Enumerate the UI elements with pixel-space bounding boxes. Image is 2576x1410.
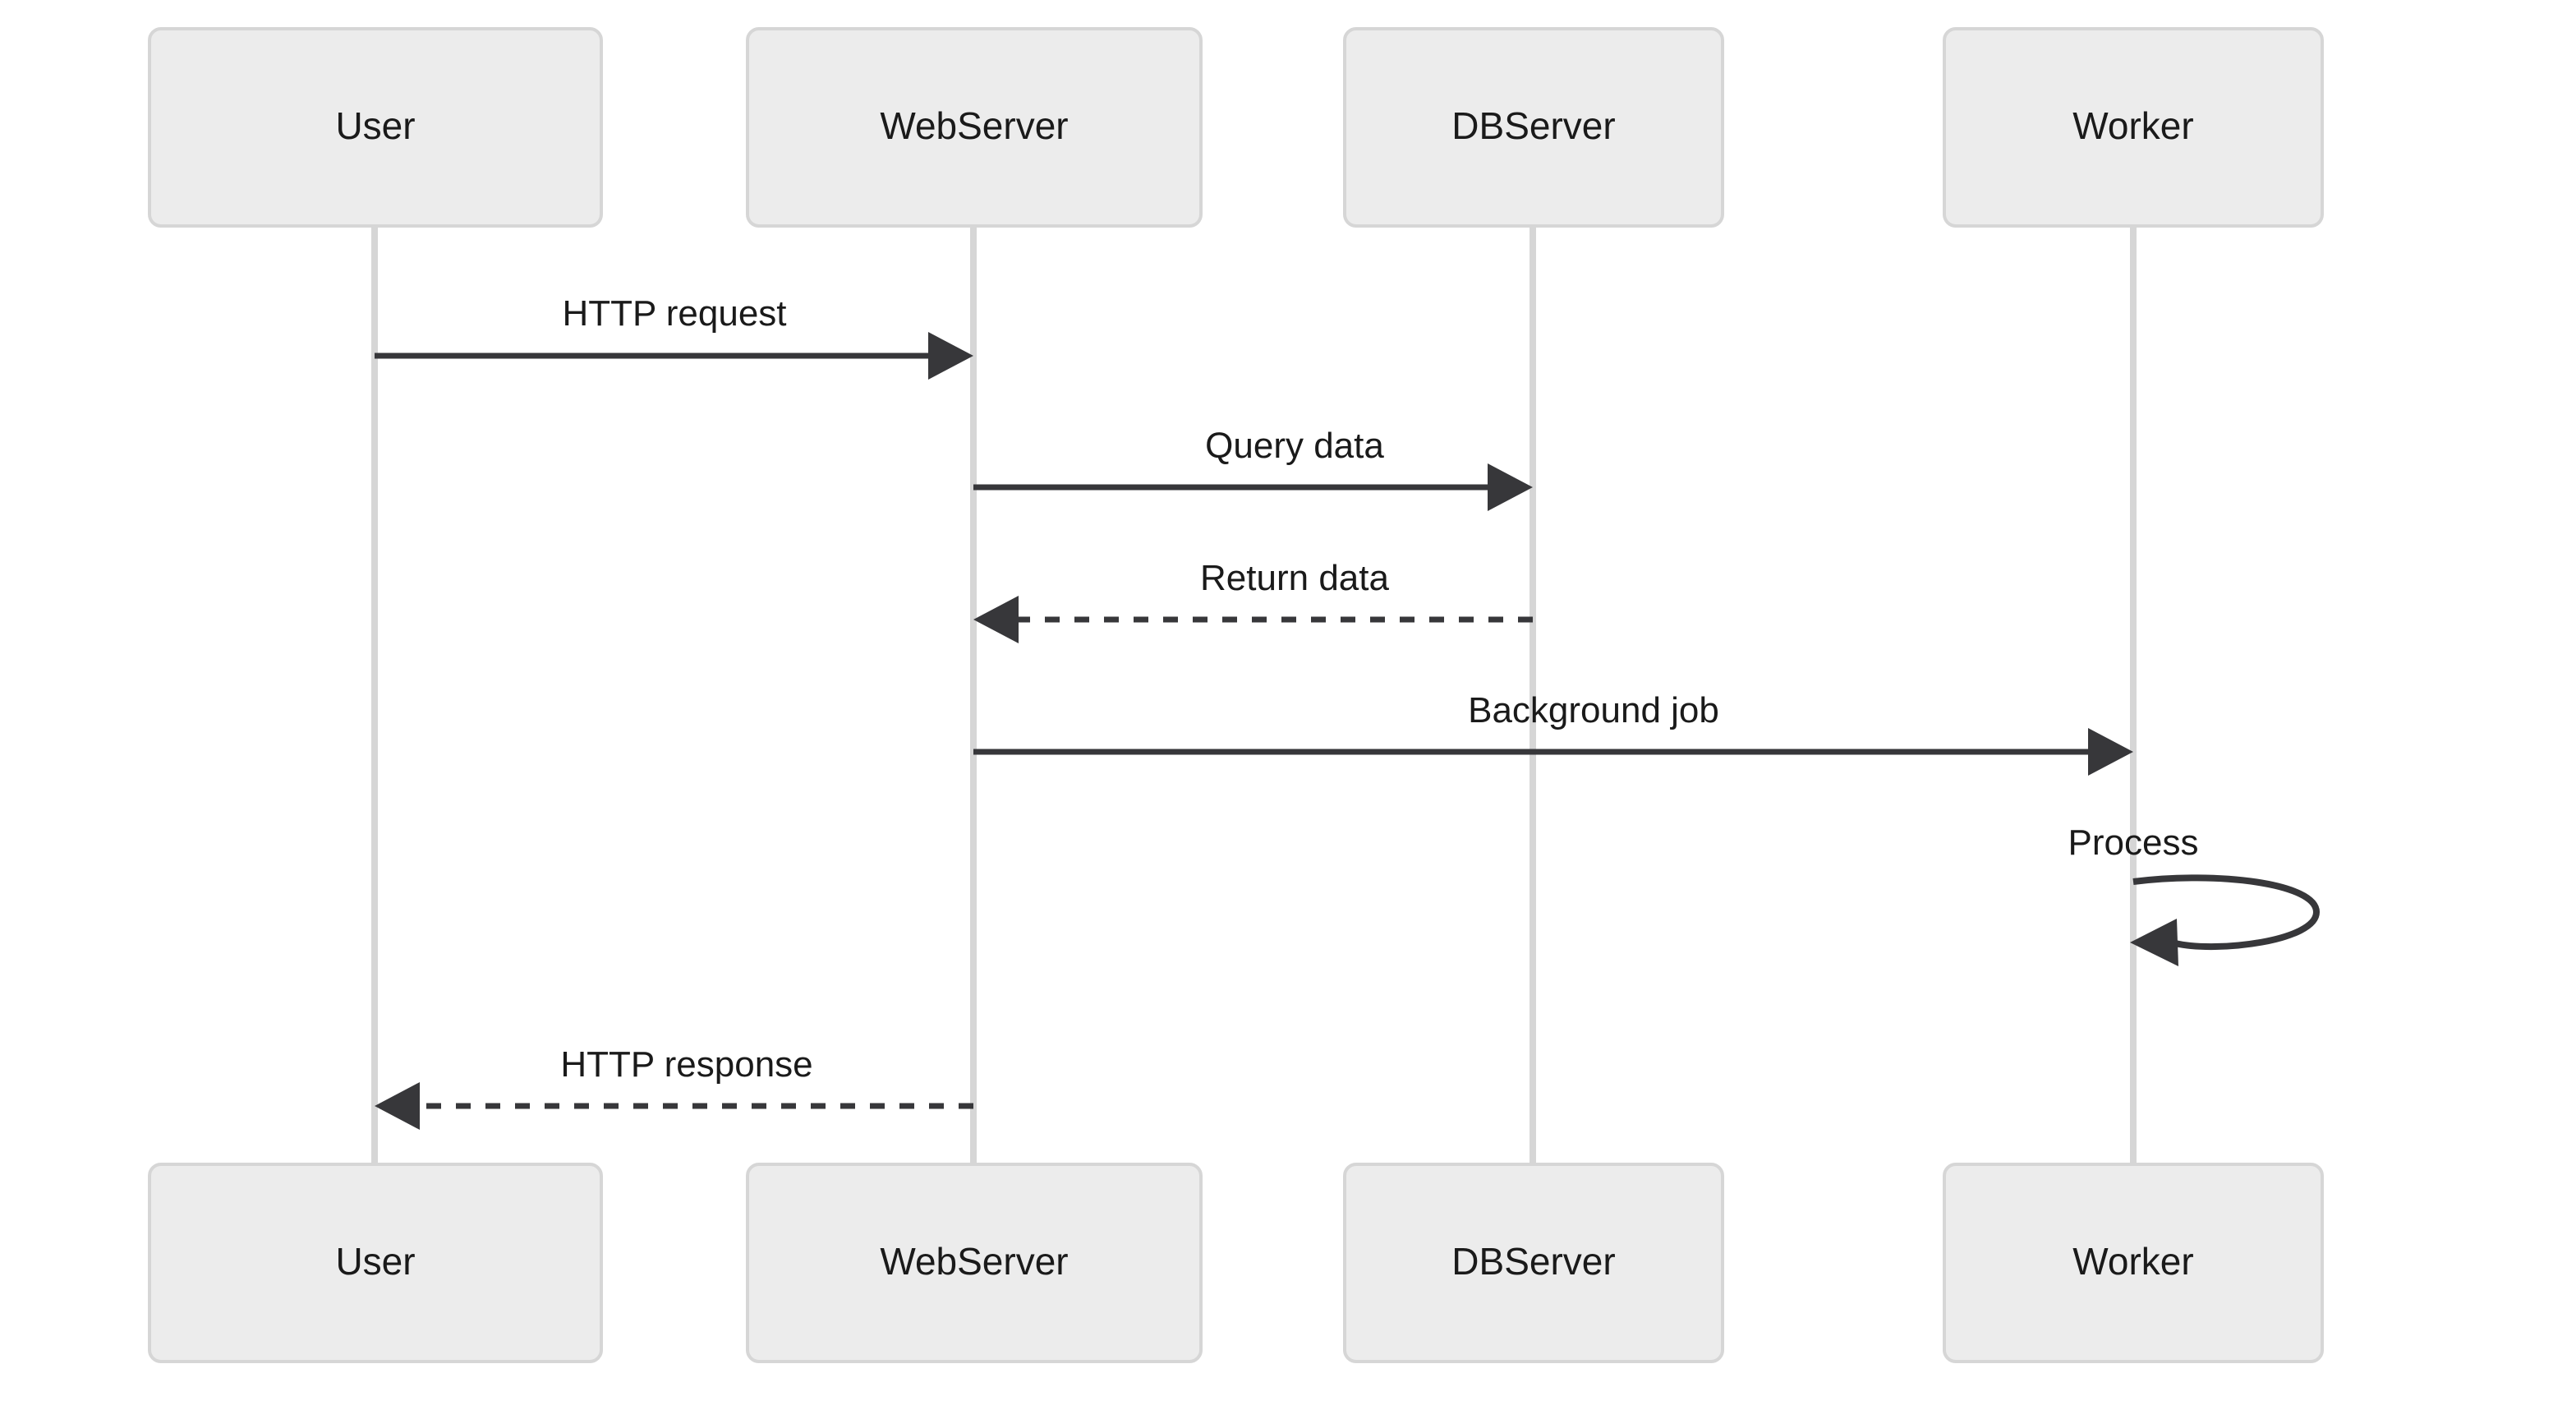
participant-rect	[746, 27, 1203, 228]
participant-box-worker-bottom[interactable]: Worker	[1943, 1163, 2324, 1363]
participant-rect	[1343, 27, 1724, 228]
participant-box-webserver-top[interactable]: WebServer	[746, 27, 1203, 228]
message-return-data[interactable]: Return data	[973, 558, 1533, 643]
arrow-head-left-icon	[375, 1082, 420, 1130]
participant-rect	[148, 1163, 603, 1363]
message-label-return-data: Return data	[1200, 558, 1389, 598]
participant-rect	[148, 27, 603, 228]
message-label-background-job: Background job	[1468, 690, 1719, 730]
arrow-head-right-icon	[1488, 463, 1533, 511]
message-background-job[interactable]: Background job	[973, 690, 2133, 776]
participant-rect	[746, 1163, 1203, 1363]
lifelines-group	[371, 226, 2137, 1164]
participant-label-dbserver-bottom: DBServer	[1451, 1240, 1615, 1283]
participant-rect	[1943, 1163, 2324, 1363]
participant-label-webserver-bottom: WebServer	[880, 1240, 1068, 1283]
message-http-request[interactable]: HTTP request	[375, 293, 973, 380]
participant-label-user-bottom: User	[335, 1240, 415, 1283]
message-label-http-response: HTTP response	[560, 1044, 812, 1085]
participant-box-user-top[interactable]: User	[148, 27, 603, 228]
participant-box-worker-top[interactable]: Worker	[1943, 27, 2324, 228]
participant-label-worker-bottom: Worker	[2072, 1240, 2193, 1283]
message-http-response[interactable]: HTTP response	[375, 1044, 973, 1130]
self-loop-path	[2132, 874, 2321, 951]
bottom-participant-boxes: User WebServer DBServer Worker	[148, 1163, 2324, 1363]
message-label-process: Process	[2068, 822, 2199, 863]
arrow-head-right-icon	[2088, 728, 2133, 776]
participant-box-dbserver-bottom[interactable]: DBServer	[1343, 1163, 1724, 1363]
message-label-http-request: HTTP request	[562, 293, 786, 334]
participant-rect	[1943, 27, 2324, 228]
participant-box-user-bottom[interactable]: User	[148, 1163, 603, 1363]
participant-box-webserver-bottom[interactable]: WebServer	[746, 1163, 1203, 1363]
arrow-head-left-icon	[2130, 919, 2178, 966]
participant-label-webserver-top: WebServer	[880, 104, 1068, 147]
participant-box-dbserver-top[interactable]: DBServer	[1343, 27, 1724, 228]
arrow-head-right-icon	[928, 332, 973, 380]
top-participant-boxes: User WebServer DBServer Worker	[148, 27, 2324, 228]
participant-rect	[1343, 1163, 1724, 1363]
message-label-query-data: Query data	[1205, 426, 1384, 466]
participant-label-user-top: User	[335, 104, 415, 147]
arrow-head-left-icon	[973, 596, 1019, 643]
participant-label-dbserver-top: DBServer	[1451, 104, 1615, 147]
participant-label-worker-top: Worker	[2072, 104, 2193, 147]
message-query-data[interactable]: Query data	[973, 426, 1533, 511]
message-process-self-loop[interactable]: Process	[2068, 822, 2321, 966]
